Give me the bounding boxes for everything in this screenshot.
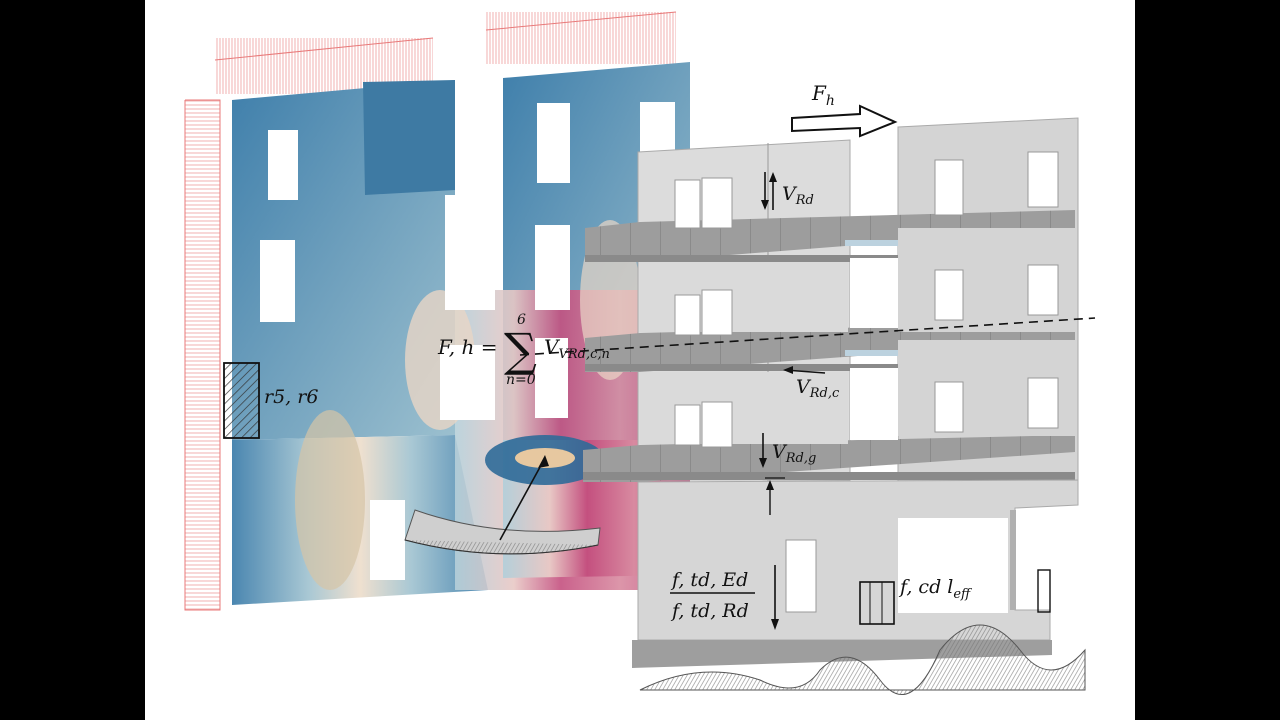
- vrd-annotation: VRd: [761, 172, 814, 210]
- svg-text:VRd,c: VRd,c: [796, 376, 840, 401]
- building-model: [583, 117, 1086, 696]
- vrd-label-sub: Rd: [795, 193, 814, 208]
- deformed-beam: [404, 455, 601, 555]
- sum-sigma: ∑: [504, 323, 537, 377]
- fh-label: F: [811, 81, 827, 105]
- vrdc-annotation: VRd,c: [783, 366, 840, 401]
- lateral-load-diagram: [184, 99, 221, 611]
- fraction-annotation: f, td, Ed f, td, Rd: [670, 569, 755, 622]
- vrdg-annotation: VRd,g: [759, 433, 816, 515]
- vrdc-label-sub: Rd,c: [809, 386, 840, 401]
- frac-numerator: f, td, Ed: [670, 569, 748, 591]
- vrdg-label: V: [772, 441, 788, 463]
- top-load-right: [485, 11, 677, 64]
- sum-term: V: [544, 335, 561, 359]
- fh-arrow: Fh: [791, 81, 898, 138]
- pier-label: r5, r6: [264, 386, 318, 408]
- sum-upper: 6: [517, 312, 526, 328]
- cut-line: [519, 317, 1096, 356]
- vrd-label: V: [782, 183, 798, 205]
- sum-lhs: F, h =: [437, 335, 497, 359]
- sum-term-sub: VRd,c,n: [558, 347, 609, 362]
- fcd-label-sub: eff: [953, 587, 973, 602]
- letterbox-left: [0, 0, 145, 720]
- fh-label-sub: h: [826, 93, 835, 109]
- stress-contour-facade: r5, r6: [184, 11, 690, 620]
- fcd-label: f, cd l: [898, 576, 953, 598]
- letterbox-right: [1135, 0, 1280, 720]
- pier-r5-r6-box: [223, 362, 260, 439]
- vrdg-label-sub: Rd,g: [785, 451, 817, 466]
- sum-equation: F, h = 6 ∑ n=0 VVRd,c,n: [437, 312, 610, 388]
- svg-text:Fh: Fh: [811, 81, 835, 109]
- svg-text:f, cd leff: f, cd leff: [898, 576, 973, 602]
- soil-pressure-curve: [639, 624, 1086, 696]
- svg-text:VRd: VRd: [782, 183, 814, 208]
- vrdc-label: V: [796, 376, 812, 398]
- svg-text:VRd,g: VRd,g: [772, 441, 816, 466]
- frac-denominator: f, td, Rd: [670, 600, 749, 622]
- sum-lower: n=0: [506, 372, 536, 388]
- svg-text:VVRd,c,n: VVRd,c,n: [544, 335, 610, 362]
